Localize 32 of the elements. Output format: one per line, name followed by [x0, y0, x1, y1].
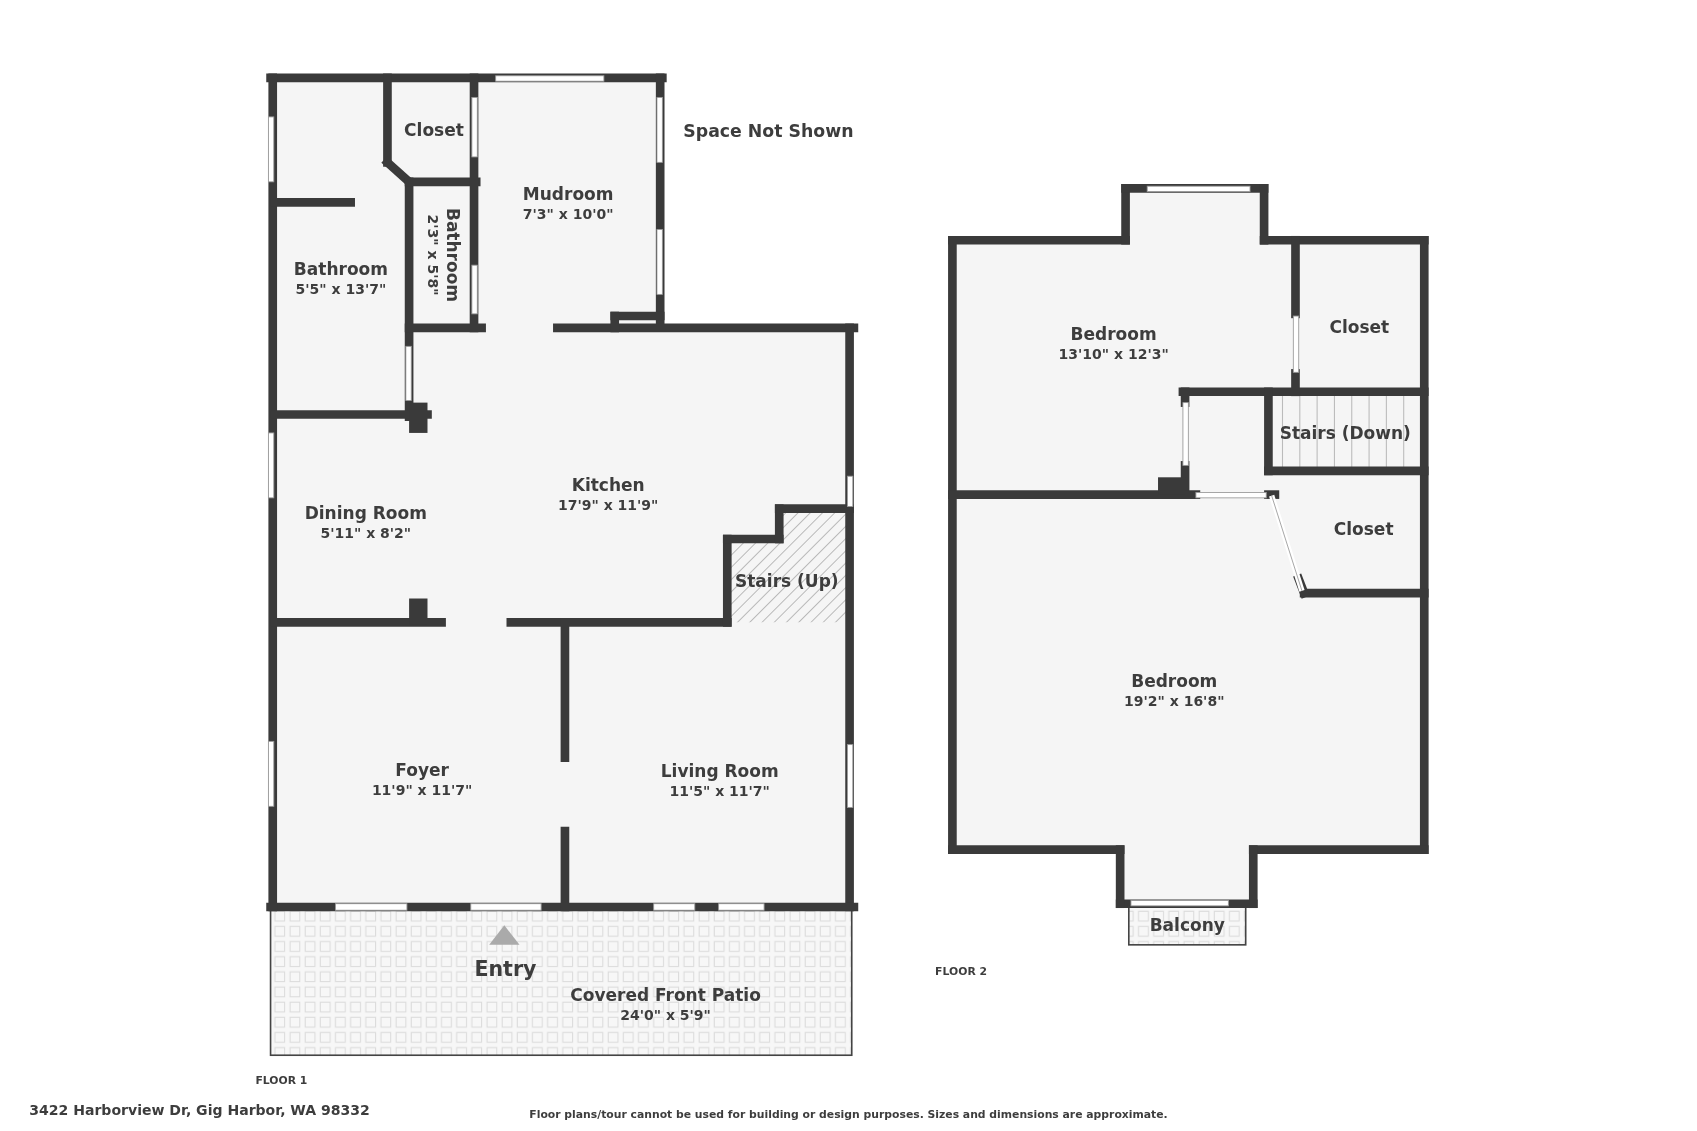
room-name: Balcony	[1149, 914, 1225, 937]
room-name: Mudroom	[522, 183, 614, 206]
room-dimensions: 2'3" x 5'8"	[423, 213, 442, 298]
room-dimensions: 7'3" x 10'0"	[522, 205, 614, 224]
room-name: Stairs (Down)	[1279, 421, 1411, 444]
address-text: 3422 Harborview Dr, Gig Harbor, WA 98332	[29, 1102, 370, 1119]
room-dimensions: 19'2" x 16'8"	[1124, 692, 1225, 711]
room-name: Bathroom	[293, 258, 388, 281]
room-dimensions: 17'9" x 11'9"	[558, 495, 659, 514]
room-name: Bedroom	[1069, 323, 1158, 346]
floor-label: FLOOR 2	[935, 964, 987, 978]
room-name: Closet	[1333, 518, 1394, 541]
room-name: Bathroom	[441, 208, 464, 303]
room-name: Kitchen	[570, 473, 646, 496]
disclaimer-text: Floor plans/tour cannot be used for building or design purposes. Sizes and dimensions are approximate.	[529, 1107, 1168, 1121]
room-name: Living Room	[660, 760, 779, 783]
room-dimensions: 13'10" x 12'3"	[1058, 345, 1169, 364]
room-name: Covered Front Patio	[570, 984, 761, 1007]
room-name: Closet	[404, 118, 464, 141]
room-name: Bedroom	[1130, 670, 1219, 693]
room-dimensions: 11'9" x 11'7"	[371, 781, 473, 800]
room-name: Foyer	[394, 759, 450, 782]
room-dimensions: 5'11" x 8'2"	[319, 523, 413, 542]
floor-label: FLOOR 1	[255, 1073, 308, 1087]
room-dimensions: 5'5" x 13'7"	[294, 280, 388, 299]
room-dimensions: 24'0" x 5'9"	[619, 1006, 712, 1025]
entry-label: Entry	[474, 956, 537, 981]
room-name: Stairs (Up)	[735, 570, 839, 593]
room-dimensions: 11'5" x 11'7"	[668, 782, 771, 801]
area-note: Space Not Shown	[683, 120, 854, 141]
room-name: Closet	[1329, 315, 1390, 338]
room-name: Dining Room	[304, 501, 427, 524]
